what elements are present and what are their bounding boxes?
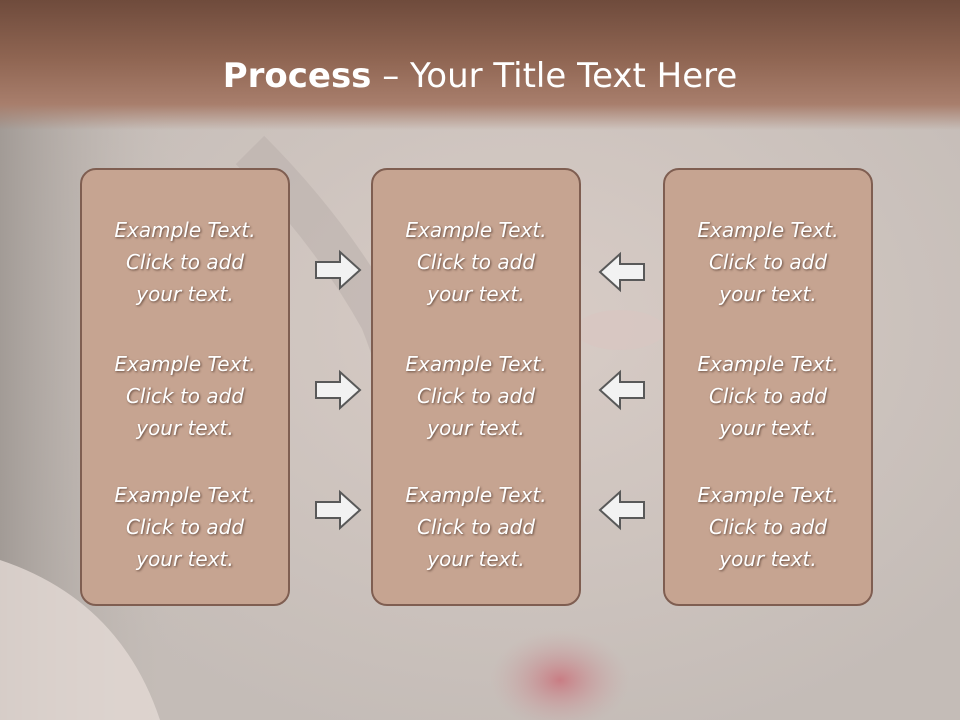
text-line: Example Text. xyxy=(405,483,547,507)
text-line: your text. xyxy=(427,282,525,306)
arrow-right-icon[interactable] xyxy=(314,249,362,291)
text-line: Click to add xyxy=(708,515,828,539)
text-placeholder[interactable]: Example Text. Click to add your text. xyxy=(665,214,871,310)
slide-title[interactable]: Process – Your Title Text Here xyxy=(0,52,960,100)
text-line: Click to add xyxy=(416,384,536,408)
text-line: Click to add xyxy=(708,384,828,408)
text-line: Example Text. xyxy=(697,352,839,376)
text-line: Click to add xyxy=(416,250,536,274)
text-line: Example Text. xyxy=(114,352,256,376)
arrow-left-icon[interactable] xyxy=(598,251,646,293)
text-line: your text. xyxy=(136,416,234,440)
text-line: your text. xyxy=(719,282,817,306)
text-placeholder[interactable]: Example Text. Click to add your text. xyxy=(373,348,579,444)
text-line: Click to add xyxy=(125,515,245,539)
text-placeholder[interactable]: Example Text. Click to add your text. xyxy=(82,348,288,444)
left-text-box[interactable]: Example Text. Click to add your text. Ex… xyxy=(80,168,290,606)
title-rest: – Your Title Text Here xyxy=(371,56,738,96)
arrow-right-icon[interactable] xyxy=(314,489,362,531)
text-placeholder[interactable]: Example Text. Click to add your text. xyxy=(82,479,288,575)
text-line: your text. xyxy=(427,547,525,571)
text-line: Example Text. xyxy=(697,483,839,507)
text-line: Example Text. xyxy=(405,352,547,376)
text-line: Click to add xyxy=(416,515,536,539)
text-placeholder[interactable]: Example Text. Click to add your text. xyxy=(373,214,579,310)
text-placeholder[interactable]: Example Text. Click to add your text. xyxy=(665,348,871,444)
arrow-right-icon[interactable] xyxy=(314,369,362,411)
text-placeholder[interactable]: Example Text. Click to add your text. xyxy=(665,479,871,575)
text-placeholder[interactable]: Example Text. Click to add your text. xyxy=(373,479,579,575)
text-line: Click to add xyxy=(125,384,245,408)
text-line: Click to add xyxy=(708,250,828,274)
arrow-left-icon[interactable] xyxy=(598,489,646,531)
title-band xyxy=(0,0,960,130)
text-line: your text. xyxy=(427,416,525,440)
text-line: your text. xyxy=(136,547,234,571)
text-line: your text. xyxy=(719,416,817,440)
text-line: Example Text. xyxy=(114,218,256,242)
text-line: your text. xyxy=(719,547,817,571)
text-line: Click to add xyxy=(125,250,245,274)
arrow-left-icon[interactable] xyxy=(598,369,646,411)
text-placeholder[interactable]: Example Text. Click to add your text. xyxy=(82,214,288,310)
text-line: your text. xyxy=(136,282,234,306)
right-text-box[interactable]: Example Text. Click to add your text. Ex… xyxy=(663,168,873,606)
text-line: Example Text. xyxy=(114,483,256,507)
center-text-box[interactable]: Example Text. Click to add your text. Ex… xyxy=(371,168,581,606)
title-bold: Process xyxy=(222,56,372,96)
text-line: Example Text. xyxy=(405,218,547,242)
text-line: Example Text. xyxy=(697,218,839,242)
